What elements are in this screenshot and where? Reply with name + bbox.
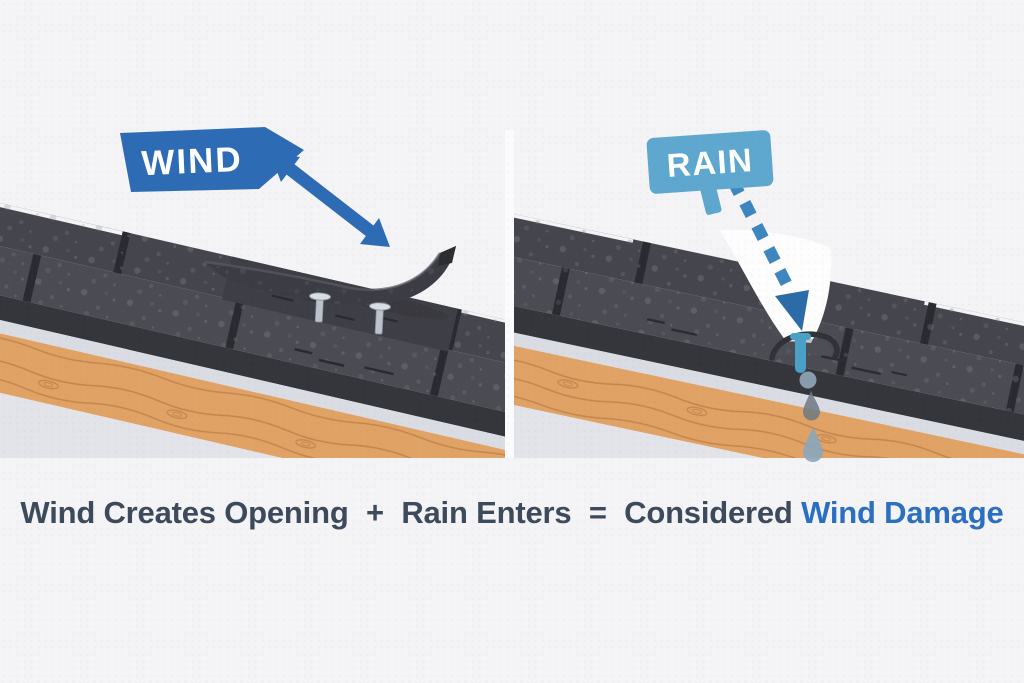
nail-icon [309,292,391,335]
wind-banner: WIND [120,127,304,192]
rain-banner: RAIN [646,130,774,215]
roof-cross-section-left [0,182,506,458]
roof-cross-section-right [514,195,1024,458]
caption-rain-enters: Rain Enters [401,495,572,530]
rain-panel-illustration: RAIN [514,130,1024,462]
caption-considered: Considered [624,495,793,530]
caption-wind-damage-highlight: Wind Damage [801,495,1004,530]
water-stream [790,333,811,373]
water-droplet-icon [799,371,823,462]
panel-divider [505,130,514,458]
granule-marks [646,317,908,377]
wind-banner-label: WIND [141,140,244,183]
caption-plus-sign: + [365,495,384,530]
caption-equals-sign: = [588,495,607,530]
curled-shingle [204,246,456,306]
wind-arrow-icon [270,153,390,247]
caption-equation: Wind Creates Opening + Rain Enters = Con… [0,495,1024,531]
wind-panel-illustration: WIND [0,127,506,458]
caption-wind-creates-opening: Wind Creates Opening [20,495,349,530]
rain-banner-label: RAIN [666,141,755,184]
